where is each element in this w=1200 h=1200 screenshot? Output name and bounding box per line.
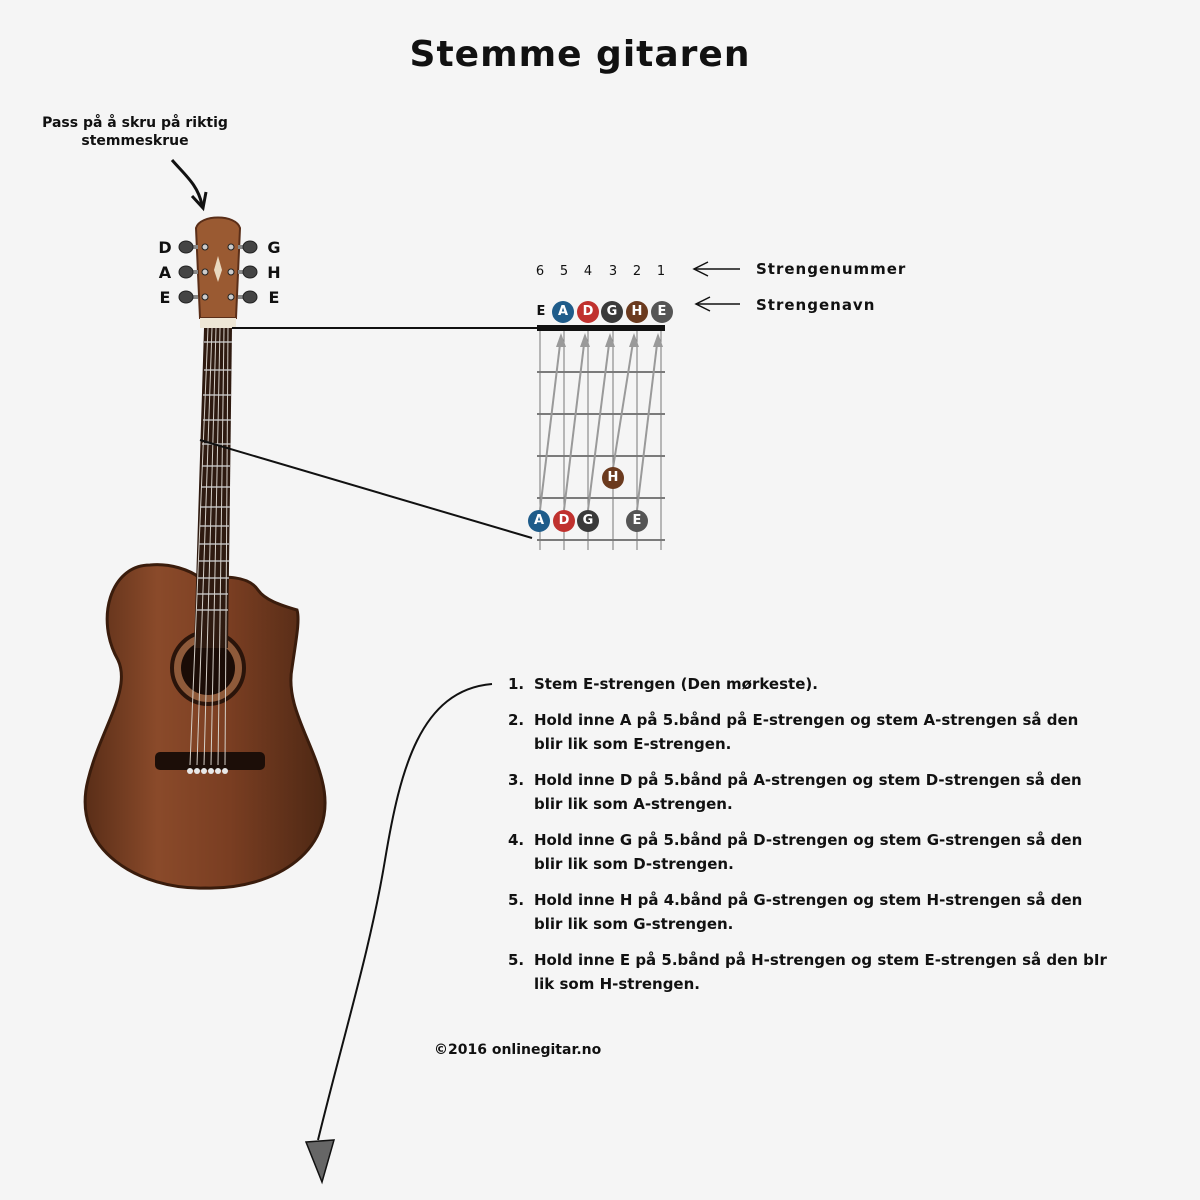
zoom-line-bottom bbox=[199, 439, 533, 539]
step-text: Stem E-strengen (Den mørkeste). bbox=[534, 675, 818, 693]
string-number-5: 5 bbox=[559, 264, 569, 279]
step-text: Hold inne A på 5.bånd på E-strengen og s… bbox=[534, 711, 1079, 753]
copyright-text: ©2016 onlinegitar.no bbox=[434, 1042, 602, 1058]
tuner-right-2: H bbox=[267, 263, 281, 282]
note-arrow bbox=[170, 159, 208, 212]
step-item: 5.Hold inne H på 4.bånd på G-strengen og… bbox=[508, 891, 1083, 933]
tuner-left-3: E bbox=[159, 288, 171, 307]
string-number-6: 6 bbox=[535, 264, 545, 279]
string-number-2: 2 bbox=[632, 264, 642, 279]
open-string-dot-2: H bbox=[626, 301, 648, 323]
tuner-right-1: G bbox=[267, 238, 281, 257]
string-number-4: 4 bbox=[583, 264, 593, 279]
open-string-dot-4: D bbox=[577, 301, 599, 323]
step-item: 1.Stem E-strengen (Den mørkeste). bbox=[508, 675, 818, 693]
open-string-dot-5: A bbox=[552, 301, 574, 323]
string-number-3: 3 bbox=[608, 264, 618, 279]
fret-dot-g: G bbox=[577, 510, 599, 532]
open-string-dot-3: G bbox=[601, 301, 623, 323]
tuning-steps: 1.Stem E-strengen (Den mørkeste). 2.Hold… bbox=[508, 672, 1108, 1008]
tuning-peg-note: Pass på å skru på riktig stemmeskrue bbox=[42, 115, 228, 149]
bridge bbox=[155, 752, 265, 770]
step-text: Hold inne D på 5.bånd på A-strengen og s… bbox=[534, 771, 1082, 813]
label-arrows bbox=[692, 261, 740, 312]
string-number-label: Strengenummer bbox=[756, 260, 907, 278]
string-name-label: Strengenavn bbox=[756, 296, 876, 314]
step-text: Hold inne G på 5.bånd på D-strengen og s… bbox=[534, 831, 1083, 873]
fret-dot-e: E bbox=[626, 510, 648, 532]
step-item: 2.Hold inne A på 5.bånd på E-strengen og… bbox=[508, 711, 1079, 753]
fret-dot-d: D bbox=[553, 510, 575, 532]
tuner-left-2: A bbox=[158, 263, 172, 282]
open-string-dot-6: E bbox=[536, 304, 546, 319]
fret-dot-a: A bbox=[528, 510, 550, 532]
string-number-1: 1 bbox=[656, 264, 666, 279]
step-text: Hold inne E på 5.bånd på H-strengen og s… bbox=[534, 951, 1107, 993]
step-item: 3.Hold inne D på 5.bånd på A-strengen og… bbox=[508, 771, 1082, 813]
step-text: Hold inne H på 4.bånd på G-strengen og s… bbox=[534, 891, 1083, 933]
guitar-illustration bbox=[83, 216, 327, 890]
tuner-left-1: D bbox=[158, 238, 172, 257]
fret-dot-h: H bbox=[602, 467, 624, 489]
page-title: Stemme gitaren bbox=[409, 34, 751, 75]
long-curve-arrow bbox=[304, 683, 493, 1185]
step-item: 5.Hold inne E på 5.bånd på H-strengen og… bbox=[508, 951, 1107, 993]
step-item: 4.Hold inne G på 5.bånd på D-strengen og… bbox=[508, 831, 1083, 873]
tuner-right-3: E bbox=[268, 288, 280, 307]
open-string-dot-1: E bbox=[651, 301, 673, 323]
